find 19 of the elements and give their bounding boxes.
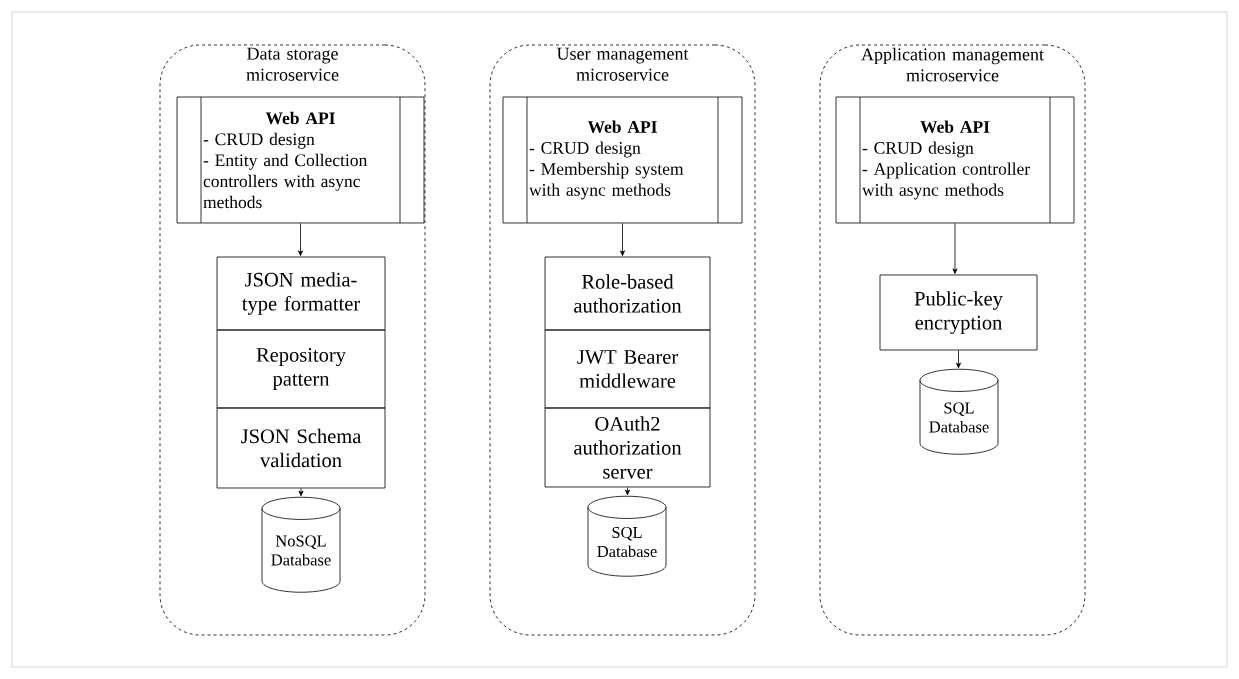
process-box: Repository pattern bbox=[216, 329, 386, 409]
web-api-box: Web API - CRUD design - Application controller with async methods bbox=[835, 96, 1075, 224]
arrow bbox=[298, 223, 303, 256]
process-box: JWT Bearer middleware bbox=[544, 329, 711, 409]
process-box: Public-key encryption bbox=[879, 274, 1038, 351]
database-cylinder: SQL Database bbox=[919, 368, 999, 455]
database-cylinder: SQL Database bbox=[587, 495, 667, 577]
process-box: Role-based authorization bbox=[544, 256, 711, 331]
arrow bbox=[298, 488, 304, 497]
arrow bbox=[620, 223, 625, 256]
web-api-box: Web API - CRUD design - Entity and Collection controllers with async methods bbox=[176, 96, 425, 224]
database-cylinder: NoSQL Database bbox=[261, 496, 341, 593]
arrow bbox=[956, 350, 961, 369]
arrow bbox=[952, 223, 958, 274]
process-box: OAuth2 authorization server bbox=[544, 407, 711, 488]
process-box: JSON Schema validation bbox=[216, 407, 386, 489]
process-box: JSON media-type formatter bbox=[216, 256, 386, 331]
arrow bbox=[625, 487, 630, 496]
web-api-box: Web API - CRUD design - Membership system with async methods bbox=[502, 96, 743, 224]
